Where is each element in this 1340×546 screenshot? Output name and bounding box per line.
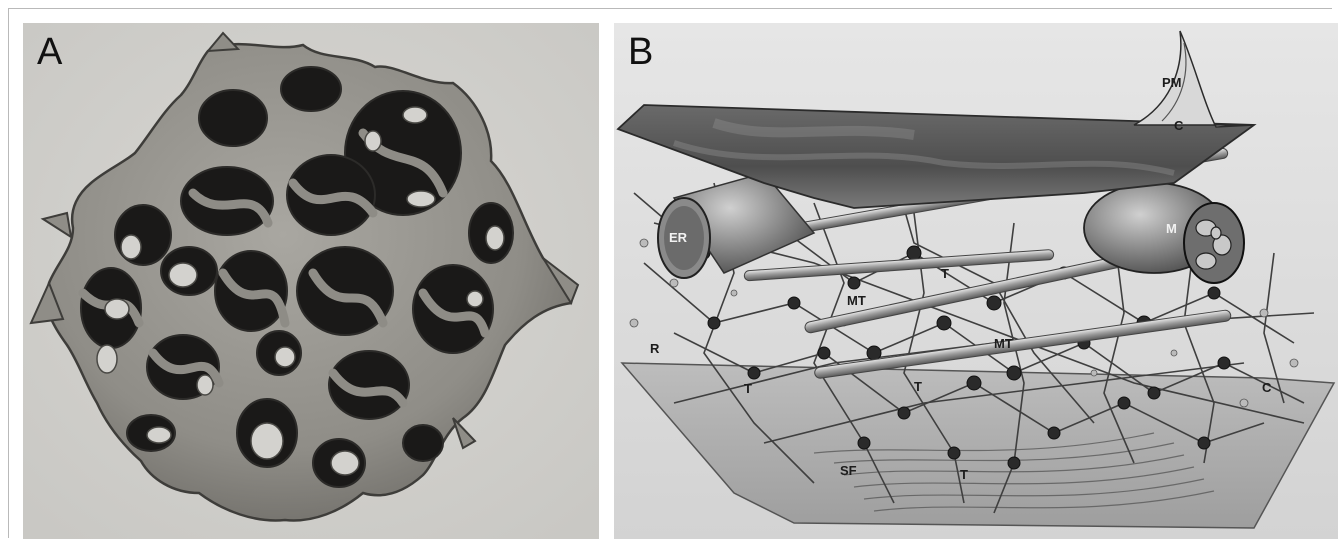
label-sf: SF — [840, 464, 857, 477]
hole — [281, 67, 341, 111]
label-r: R — [650, 342, 659, 355]
panel-b-letter: B — [628, 33, 653, 71]
panel-a-letter: A — [37, 33, 62, 71]
panel-a: A — [23, 23, 599, 539]
hole — [413, 265, 493, 353]
label-c-top: C — [1174, 119, 1183, 132]
label-t-bottom: T — [960, 468, 968, 481]
label-t-left: T — [744, 382, 752, 395]
panel-b: B PM C ER M T MT MT R T T C SF T — [614, 23, 1338, 539]
label-m: M — [1166, 222, 1177, 235]
label-mt-center: MT — [994, 337, 1013, 350]
label-er: ER — [669, 231, 687, 244]
label-t-upper: T — [941, 267, 949, 280]
label-c-bottom: C — [1262, 381, 1271, 394]
cytoplasmic-lattice-illustration — [614, 23, 1338, 539]
lattice-sponge-illustration — [23, 23, 599, 539]
hole — [199, 90, 267, 146]
label-mt-left: MT — [847, 294, 866, 307]
label-t-mid: T — [914, 380, 922, 393]
hole — [403, 425, 443, 461]
label-pm: PM — [1162, 76, 1182, 89]
